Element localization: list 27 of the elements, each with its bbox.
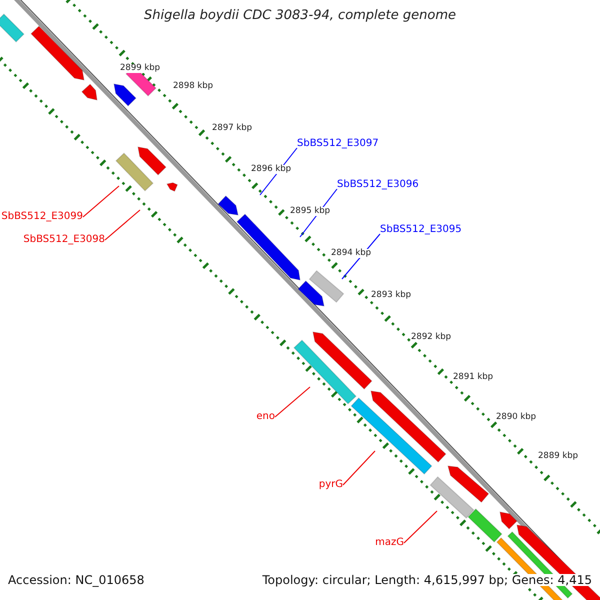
tick-label: 2898 kbp	[173, 82, 214, 90]
diagram-title: Shigella boydii CDC 3083-94, complete genome	[142, 9, 458, 22]
leader-line	[342, 450, 376, 486]
gene-label: mazG	[375, 538, 404, 548]
tick-label: 2892 kbp	[411, 333, 452, 342]
gene-label: SbBS512_E3098	[23, 235, 105, 245]
accession-text: Accession: NC_010658	[8, 574, 144, 586]
gene-label: SbBS512_E3095	[380, 225, 462, 235]
tick-label: 2889 kbp	[538, 452, 578, 460]
gene-label: SbBS512_E3097	[297, 139, 379, 149]
tick-label: 2894 kbp	[331, 249, 372, 258]
gene-label: eno	[256, 412, 275, 422]
tick-label: 2891 kbp	[453, 373, 494, 382]
tick-label: 2899 kbp	[120, 64, 160, 72]
tick-label: 2890 kbp	[496, 413, 536, 422]
gene-label: pyrG	[318, 480, 343, 490]
gene-label: SbBS512_E3096	[337, 180, 419, 190]
tick-label: 2893 kbp	[371, 291, 412, 300]
tick-label: 2897 kbp	[212, 124, 252, 132]
leader-line	[274, 386, 310, 418]
tick-label: 2895 kbp	[290, 207, 330, 216]
leader-line	[404, 510, 438, 544]
genome-info-text: Topology: circular; Length: 4,615,997 bp; Genes: 4,415	[262, 574, 592, 586]
gene-label: SbBS512_E3099	[1, 212, 83, 222]
leader-line	[82, 186, 120, 218]
tick-label: 2896 kbp	[251, 165, 292, 174]
leader-line	[104, 210, 140, 240]
